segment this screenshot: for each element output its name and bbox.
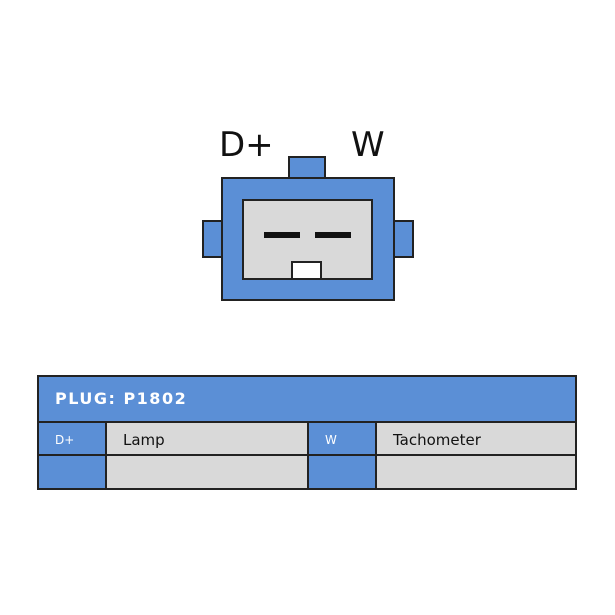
right-side-tab (392, 220, 414, 258)
table-cell-pin: W (309, 423, 377, 456)
pin-id: D+ (55, 433, 75, 447)
top-key-tab (288, 156, 326, 180)
left-side-tab (202, 220, 224, 258)
pin-label-dplus: D+ (219, 125, 274, 165)
table-cell-function (107, 456, 309, 488)
pin-function: Tachometer (393, 431, 481, 449)
bottom-key-notch (291, 261, 322, 280)
pin-function: Lamp (123, 431, 165, 449)
pin-label-w: W (351, 125, 385, 165)
terminal-w (315, 232, 351, 238)
table-cell-pin (39, 456, 107, 488)
terminal-dplus (264, 232, 300, 238)
pin-id: W (325, 433, 337, 447)
plug-header: PLUG: P1802 (39, 377, 575, 423)
table-cell-pin (309, 456, 377, 488)
pinout-table: PLUG: P1802 D+ Lamp W Tachometer (37, 375, 577, 490)
table-cell-function (377, 456, 575, 488)
table-cell-function: Lamp (107, 423, 309, 456)
table-cell-pin: D+ (39, 423, 107, 456)
table-cell-function: Tachometer (377, 423, 575, 456)
